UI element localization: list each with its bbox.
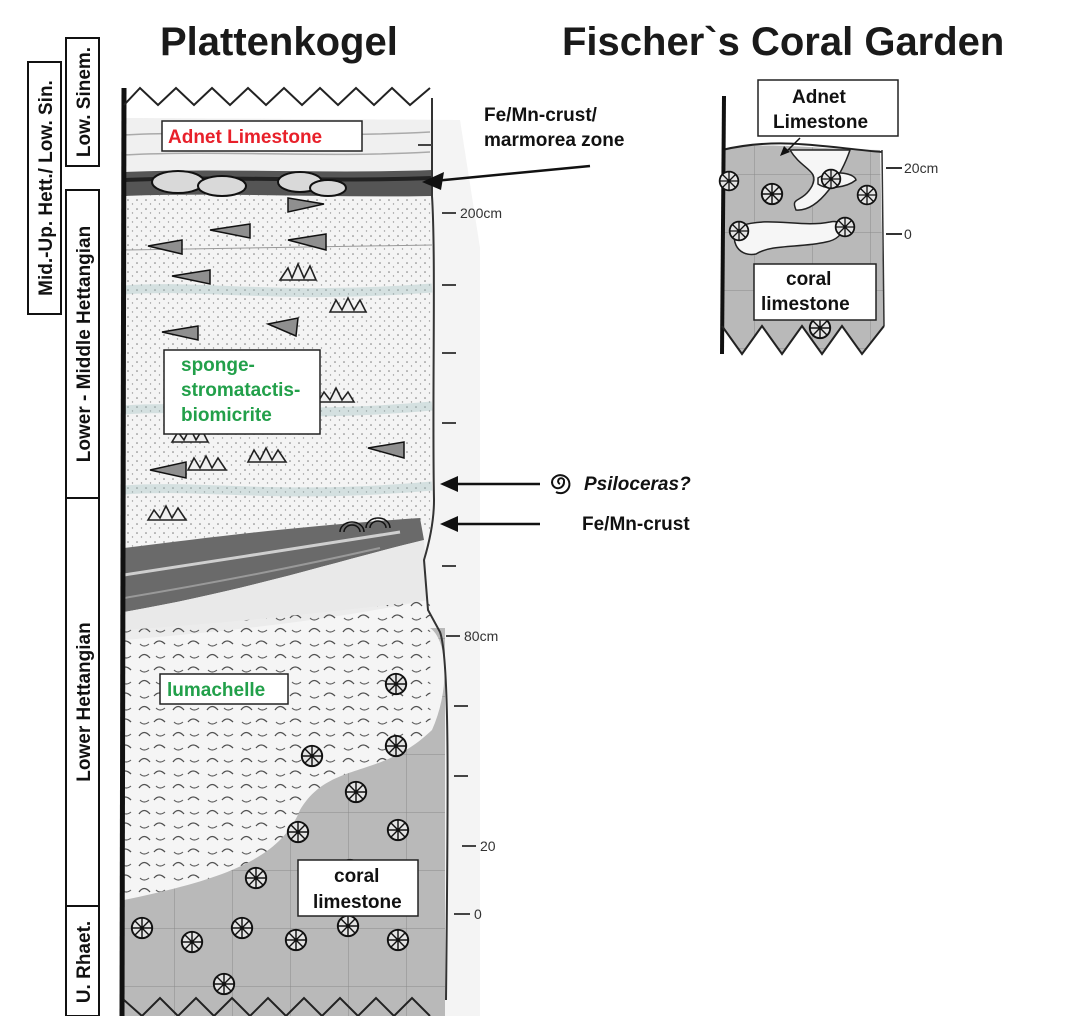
coral-garden-scale-20cm: 20cm <box>904 160 938 176</box>
scale-200cm: 200cm <box>460 205 502 221</box>
svg-text:biomicrite: biomicrite <box>181 405 272 426</box>
svg-text:Fe/Mn-crust: Fe/Mn-crust <box>582 514 690 535</box>
svg-text:Psiloceras?: Psiloceras? <box>584 474 691 495</box>
label-u-rhaet: U. Rhaet. <box>74 921 95 1003</box>
svg-text:Limestone: Limestone <box>773 112 868 133</box>
svg-text:Adnet Limestone: Adnet Limestone <box>168 127 322 148</box>
ammonite-icon <box>552 475 569 493</box>
label-lower-middle-hettangian: Lower - Middle Hettangian <box>74 226 95 462</box>
label-lower-hettangian: Lower Hettangian <box>74 622 95 781</box>
title-fischers-coral-garden: Fischer`s Coral Garden <box>562 20 1004 64</box>
label-mid-up-hett: Mid.-Up. Hett./ Low. Sin. <box>36 80 57 296</box>
svg-text:Adnet: Adnet <box>792 87 847 108</box>
stratigraphy-column: Low. Sinem. Mid.-Up. Hett./ Low. Sin. Lo… <box>28 38 99 1016</box>
unit-label-adnet: Adnet Limestone <box>162 121 362 151</box>
svg-text:limestone: limestone <box>761 294 850 315</box>
scale-80cm: 80cm <box>464 628 498 644</box>
svg-text:stromatactis-: stromatactis- <box>181 380 300 401</box>
svg-text:limestone: limestone <box>313 892 402 913</box>
coral-garden-scale-0: 0 <box>904 226 912 242</box>
scale-0: 0 <box>474 906 482 922</box>
title-plattenkogel: Plattenkogel <box>160 20 398 64</box>
unit-label-coral: coral limestone <box>298 860 418 916</box>
unit-label-sponge: sponge- stromatactis- biomicrite <box>164 350 320 434</box>
svg-text:marmorea zone: marmorea zone <box>484 130 624 151</box>
svg-text:lumachelle: lumachelle <box>167 680 265 701</box>
svg-text:coral: coral <box>334 866 379 887</box>
svg-text:coral: coral <box>786 269 831 290</box>
unit-label-lumachelle: lumachelle <box>160 674 288 704</box>
svg-text:Fe/Mn-crust/: Fe/Mn-crust/ <box>484 105 598 126</box>
coral-garden-label-adnet: Adnet Limestone <box>758 80 898 156</box>
scale-20: 20 <box>480 838 496 854</box>
label-low-sinem: Low. Sinem. <box>74 47 95 157</box>
svg-text:sponge-: sponge- <box>181 355 255 376</box>
coral-garden-label-coral: coral limestone <box>754 264 876 320</box>
